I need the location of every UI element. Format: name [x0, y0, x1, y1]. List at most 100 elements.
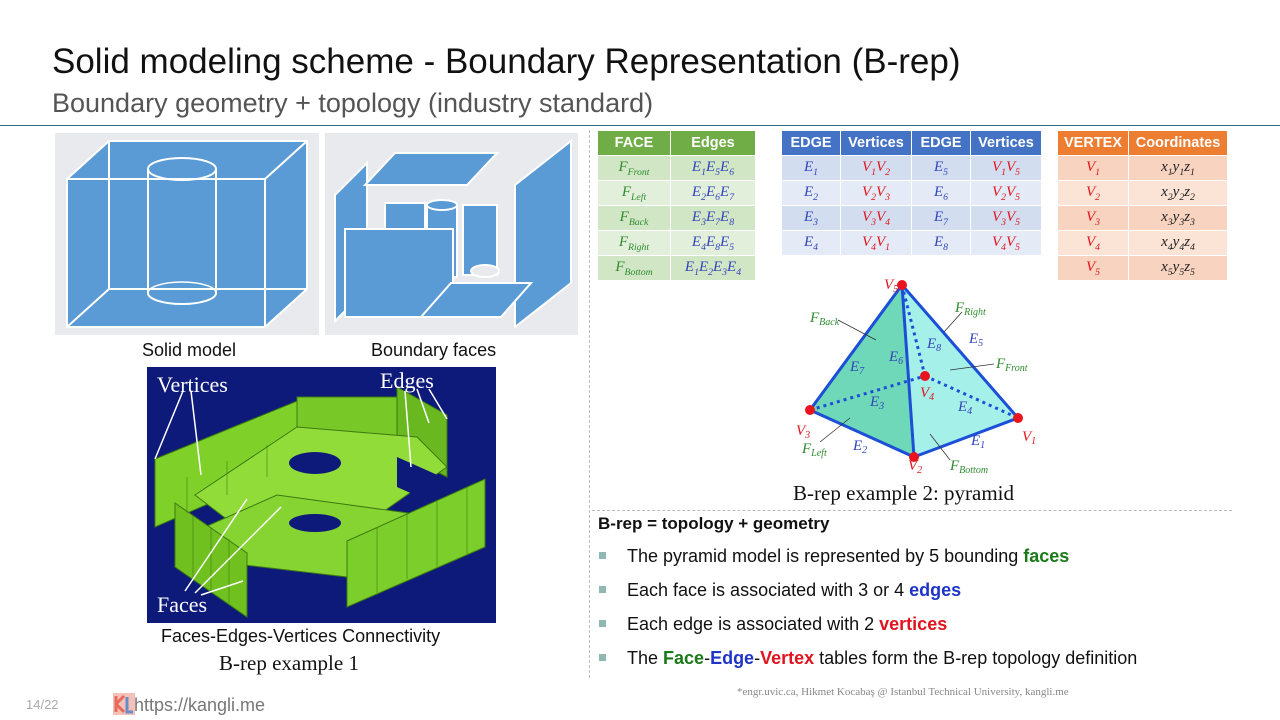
edge-cell: E4	[782, 231, 840, 255]
label-e2: E2	[852, 438, 867, 456]
edge-table-header-edge-2: EDGE	[912, 131, 970, 155]
label-f-left: FLeft	[801, 441, 827, 459]
bullet-item: The Face-Edge-Vertex tables form the B-r…	[598, 648, 1238, 669]
slide-subtitle: Boundary geometry + topology (industry s…	[52, 88, 654, 118]
edge-cell: E8	[912, 231, 970, 255]
vertex-cell: V1	[1058, 156, 1129, 180]
vertex-dot-v5	[897, 280, 907, 290]
edge-e6	[900, 284, 916, 458]
face-cell: FLeft	[598, 181, 670, 205]
vertex-cell: V5	[1058, 256, 1129, 280]
edge-e5	[900, 284, 1020, 419]
edges-label: Edges	[380, 368, 434, 393]
vertex-dot-v3	[805, 405, 815, 415]
bullet-item: The pyramid model is represented by 5 bo…	[598, 546, 1238, 567]
credit-note: *engr.uvic.ca, Hikmet Kocabaş @ Istanbul…	[737, 686, 1069, 698]
bullet-item: Each edge is associated with 2 vertices	[598, 614, 1238, 635]
edge-table-header-vertices-1: Vertices	[841, 131, 911, 155]
edge-cell: E1	[782, 156, 840, 180]
vertex-cell: V3	[1058, 206, 1129, 230]
edge-cell: E2	[782, 181, 840, 205]
edge-e1	[913, 416, 1019, 459]
label-v3: V3	[796, 423, 810, 441]
slide-title: Solid modeling scheme - Boundary Represe…	[52, 42, 961, 81]
vertex-dot-v4	[920, 371, 930, 381]
edge-e7	[808, 284, 904, 411]
edge-cell: E5	[912, 156, 970, 180]
face-edges-cell: E1E5E6	[671, 156, 755, 180]
face-edges-cell: E1E2E3E4	[671, 256, 755, 280]
label-f-front: FFront	[995, 356, 1028, 374]
faces-label: Faces	[157, 592, 208, 617]
bullet-marker	[599, 586, 606, 593]
bullet-marker	[599, 620, 606, 627]
edge-vertices-cell: V2V3	[841, 181, 911, 205]
pyramid-face-front	[902, 285, 1018, 457]
vertex-coordinates-cell: x3y3z3	[1129, 206, 1228, 230]
vertex-dot-v1	[1013, 413, 1023, 423]
example1-title: B-rep example 1	[219, 651, 359, 675]
site-link[interactable]: https://kangli.me	[134, 695, 266, 715]
solid-model-image	[55, 133, 319, 335]
vertex-table-header-vertex: VERTEX	[1058, 131, 1129, 155]
bullet-marker	[599, 552, 606, 559]
edge-vertices-cell: V3V4	[841, 206, 911, 230]
solid-model-drawing	[66, 140, 308, 328]
face-edges-cell: E3E7E8	[671, 206, 755, 230]
vertex-coordinates-cell: x2y2z2	[1129, 181, 1228, 205]
kangli-logo-icon	[113, 693, 135, 715]
bullet-list: B-rep = topology + geometry The pyramid …	[598, 514, 1238, 682]
edge-e4	[924, 374, 1019, 420]
vertex-table-header-coordinates: Coordinates	[1129, 131, 1228, 155]
edge-cell: E7	[912, 206, 970, 230]
edge-vertices-cell: V2V5	[971, 181, 1041, 205]
example1-caption: Faces-Edges-Vertices Connectivity	[161, 626, 441, 646]
vertex-cell: V2	[1058, 181, 1129, 205]
edge-vertices-cell: V4V1	[841, 231, 911, 255]
vertex-coordinates-cell: x5y5z5	[1129, 256, 1228, 280]
edge-vertices-cell: V3V5	[971, 206, 1041, 230]
label-f-back: FBack	[809, 310, 840, 328]
bullet-marker	[599, 654, 606, 661]
edge-vertices-cell: V1V2	[841, 156, 911, 180]
vertex-coordinates-cell: x4y4z4	[1129, 231, 1228, 255]
face-cell: FRight	[598, 231, 670, 255]
vertex-cell: V4	[1058, 231, 1129, 255]
bullet-item: Each face is associated with 3 or 4 edge…	[598, 580, 1238, 601]
vertices-label: Vertices	[157, 372, 228, 397]
vertex-coordinates-cell: x1y1z1	[1129, 156, 1228, 180]
edge-e3	[809, 374, 926, 412]
edge-vertices-cell: V1V5	[971, 156, 1041, 180]
pyramid-diagram: V5 V3 V2 V1 V4 E6 E7 E8 E5 E3 E4 E1 E2 F…	[796, 277, 1036, 476]
face-cell: FBack	[598, 206, 670, 230]
pyramid-face-left	[810, 285, 914, 457]
edge-e2	[809, 408, 915, 459]
edge-cell: E6	[912, 181, 970, 205]
label-v2: V2	[908, 458, 922, 476]
boundary-faces-caption: Boundary faces	[371, 340, 497, 360]
title-divider	[0, 125, 1280, 126]
pyramid-caption: B-rep example 2: pyramid	[793, 481, 1015, 505]
solid-model-caption: Solid model	[142, 340, 237, 360]
edge-table-header-edge-1: EDGE	[782, 131, 840, 155]
label-e1: E1	[970, 433, 985, 451]
boundary-faces-image	[325, 133, 578, 335]
vertical-divider	[589, 130, 590, 678]
edge-e8	[900, 284, 927, 377]
